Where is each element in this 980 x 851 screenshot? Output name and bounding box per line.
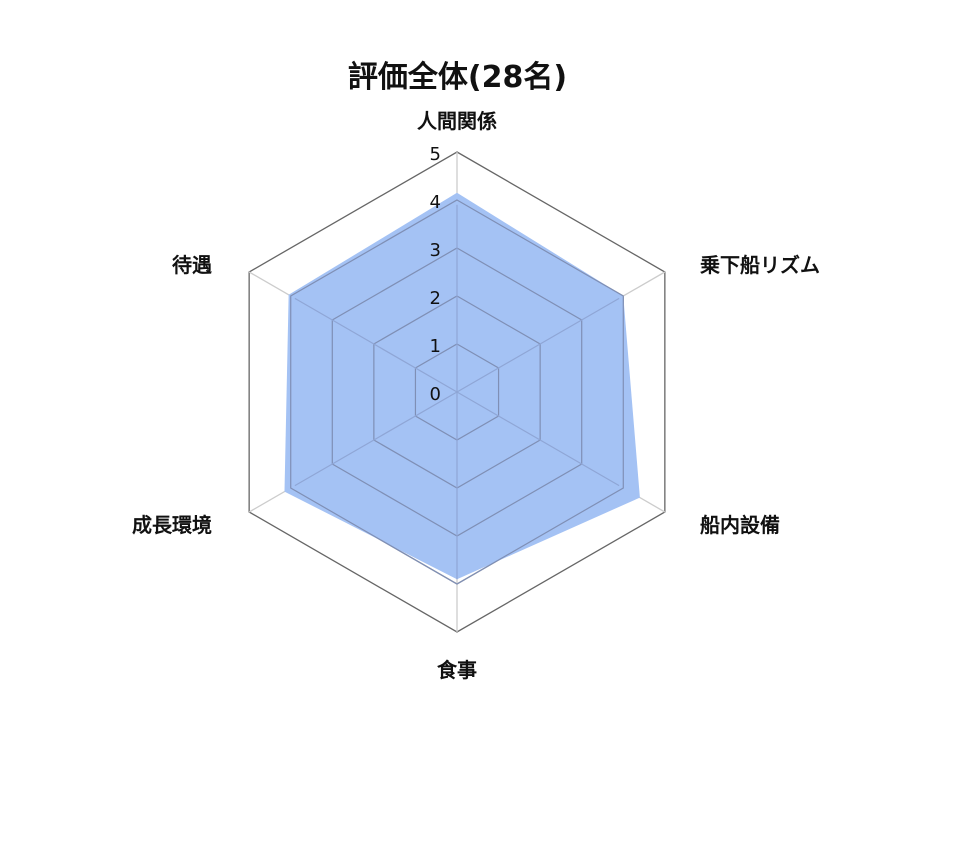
axis-label: 人間関係 [417,109,497,133]
radar-series [284,192,640,580]
tick-label: 4 [430,192,441,213]
tick-label: 2 [430,288,441,309]
axis-label: 乗下船リズム [700,253,820,277]
axis-label: 食事 [437,658,477,682]
grid-ring-overlay [290,199,624,585]
axis-label: 成長環境 [132,513,212,537]
chart-title: 評価全体(28名) [347,60,568,95]
spoke-overlay [456,391,620,487]
axis-label: 船内設備 [700,513,780,537]
radial-tick-labels: 0 1 2 3 4 5 [430,144,441,405]
spoke-overlay [294,391,458,487]
axis-label: 待遇 [172,253,212,277]
tick-label: 5 [430,144,441,165]
spoke-overlay [294,297,458,393]
series-area [284,192,640,580]
tick-label: 3 [430,240,441,261]
radar-grid-overlay [290,199,624,585]
tick-label: 1 [430,336,441,357]
spoke-overlay [456,297,620,393]
tick-label: 0 [430,384,441,405]
